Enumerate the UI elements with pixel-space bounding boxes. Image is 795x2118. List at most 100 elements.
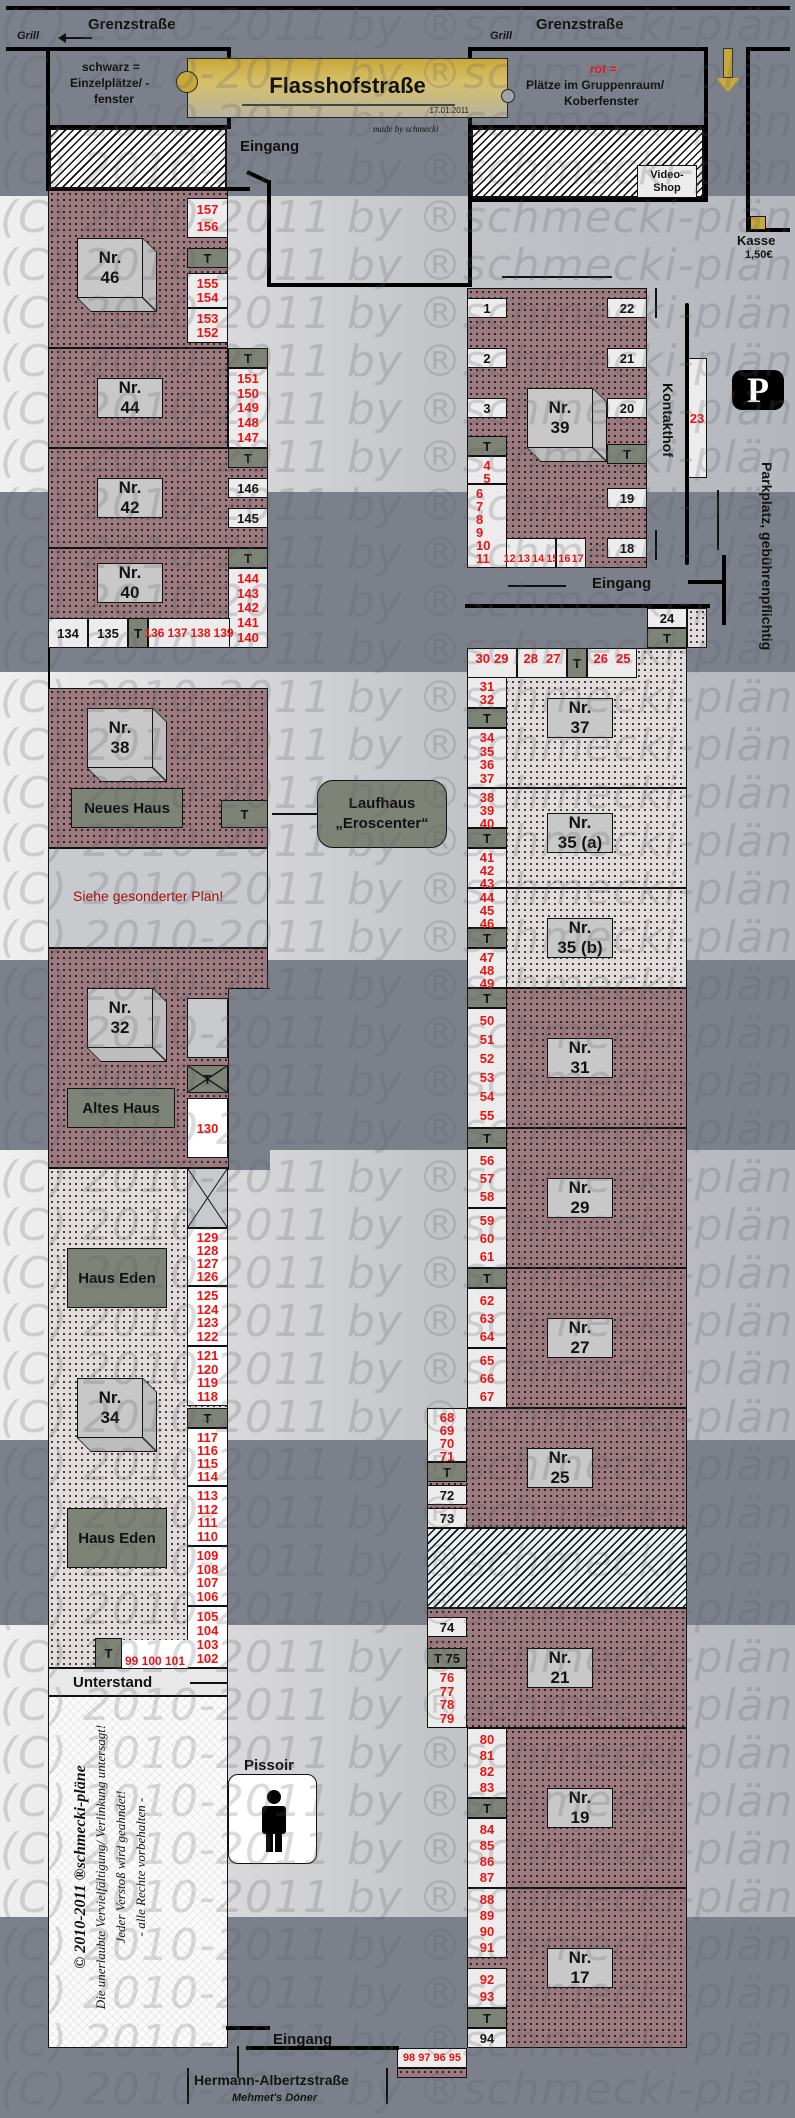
house-21-marker: Nr.21 (527, 1648, 609, 1726)
house-40-marker: Nr.40 (97, 563, 179, 641)
video-shop[interactable]: Video- Shop (637, 165, 697, 198)
wall (688, 580, 724, 584)
fee-label: 1,50€ (745, 249, 773, 261)
window-145[interactable]: 145 (228, 508, 268, 528)
window-19[interactable]: 19 (607, 488, 647, 508)
window-24[interactable]: 24 (647, 608, 687, 628)
house-38-marker: Nr.38 (87, 708, 169, 786)
legend-black-title: schwarz = (82, 60, 140, 74)
window-1[interactable]: 1 (467, 298, 507, 318)
arrow-up-icon (655, 530, 657, 560)
video-shop-label: Shop (653, 181, 681, 194)
toilet: T (221, 800, 268, 828)
toilet: T (467, 708, 507, 728)
arrow-down-gold-icon-head (716, 78, 740, 92)
window-23[interactable]: 23 (687, 358, 707, 478)
entrance-path-wall (246, 170, 270, 184)
window-group-99-101[interactable]: 99 100 101 (122, 1640, 188, 1668)
urinal[interactable] (228, 1774, 317, 1864)
window-130[interactable]: 130 (187, 1098, 228, 1158)
toilet: T (187, 1408, 228, 1428)
window-group[interactable]: 313233 (467, 678, 507, 719)
window-146[interactable]: 146 (228, 478, 268, 498)
wall (746, 47, 750, 232)
window-3[interactable]: 3 (467, 398, 507, 418)
house-19-marker: Nr.19 (547, 1788, 629, 1866)
wall (468, 47, 708, 51)
window-135[interactable]: 135 (88, 618, 128, 648)
window-18[interactable]: 18 (607, 538, 647, 558)
wall (722, 555, 726, 625)
toilet-75[interactable]: T 75 (427, 1648, 467, 1668)
separate-plan-area[interactable] (48, 848, 268, 948)
window-134[interactable]: 134 (48, 618, 88, 648)
legend-black-desc: fenster (94, 92, 135, 106)
toilet: T (467, 828, 507, 848)
street-label-top-right: Grenzstraße (536, 16, 624, 33)
window-2[interactable]: 2 (467, 348, 507, 368)
toilet: T (228, 548, 268, 568)
blocked-room (187, 1168, 228, 1228)
window-21[interactable]: 21 (607, 348, 647, 368)
window-94[interactable]: 94 (467, 2028, 507, 2048)
window-73[interactable]: 73 (427, 1508, 467, 1528)
window-72[interactable]: 72 (427, 1485, 467, 1505)
laufhaus-eroscenter[interactable]: Laufhaus „Eroscenter“ (317, 780, 447, 848)
arrow-left-icon (272, 813, 317, 815)
toilet: T (228, 448, 268, 468)
toilet: T (607, 444, 647, 464)
house-17-marker: Nr.17 (547, 1948, 629, 2026)
hole-icon (501, 89, 515, 103)
urinal-label: Pissoir (244, 1757, 295, 1774)
house-44[interactable] (48, 348, 228, 448)
copyright-line: © 2010-2011 ®schmecki-pläne (72, 1765, 89, 1969)
house-46-marker: Nr.46 (77, 238, 159, 316)
entrance-middle: Eingang (592, 575, 652, 592)
window-22[interactable]: 22 (607, 298, 647, 318)
wall (226, 2026, 270, 2030)
window-20[interactable]: 20 (607, 398, 647, 418)
window-74[interactable]: 74 (427, 1617, 467, 1637)
kontakthof-label: Kontakthof (660, 383, 676, 457)
house-35a-marker: Nr.35 (a) (547, 813, 629, 891)
copyright-line: Die unerlaubte Vervielfältigung/ Verlink… (93, 1724, 108, 2010)
copyright-line: Jeder Verstoß wird geahndet! (113, 1790, 128, 1944)
window-group-95-98[interactable]: 98 97 96 95 (397, 2048, 467, 2068)
